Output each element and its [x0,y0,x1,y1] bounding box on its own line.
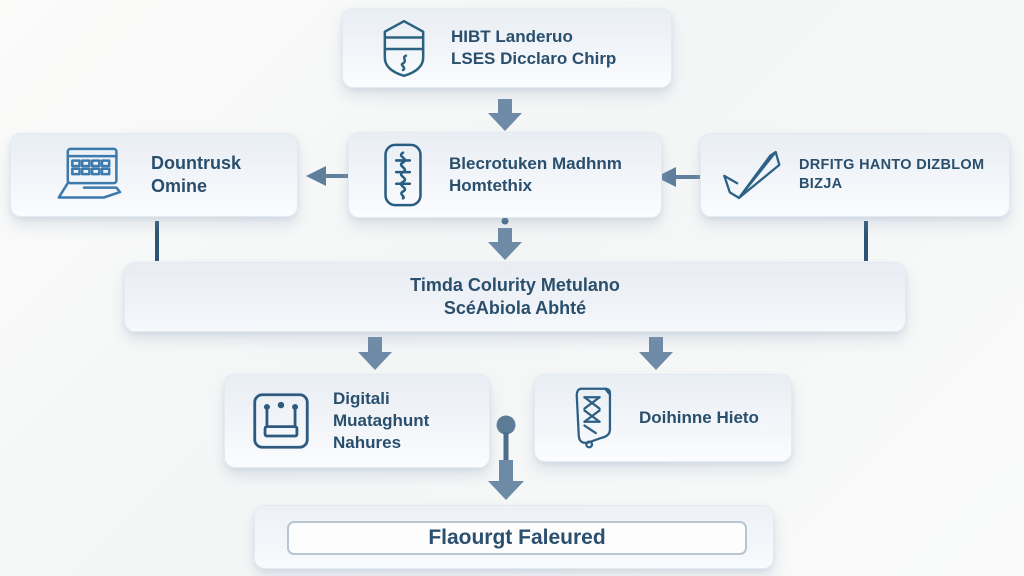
node-right-line1: DRFITG HANTO DIZBLOM [799,157,985,174]
node-center: Blecrotuken Madhnm Homtethix [348,132,662,218]
caduceus-icon [381,142,425,208]
arrow-top-to-center [488,99,522,131]
node-right: DRFITG HANTO DIZBLOM BIZJA [700,133,1010,217]
arrow-wide-to-bottom-left [358,337,392,370]
arrow-center-to-wide [488,228,522,260]
node-top-line1: HIBT Landeruo [451,27,573,47]
node-top-label: HIBT Landeruo LSES Dicclaro Chirp [451,26,616,70]
node-top-line2: LSES Dicclaro Chirp [451,49,617,68]
node-right-line2: BIZJA [799,176,843,192]
node-bottom-right-label: Doihinne Hieto [639,407,759,429]
node-top: HIBT Landeruo LSES Dicclaro Chirp [342,8,672,88]
node-center-line2: Homtethix [449,176,533,195]
node-left-line1: Dountrusk [151,152,241,173]
node-bottom-left: Digitali Muataghunt Nahures [224,374,490,468]
node-bottom-left-line2: Muataghunt [333,411,430,431]
node-final: Flaourgt Faleured [254,505,774,569]
arrow-wide-to-bottom-right [639,337,673,370]
node-center-line1: Blecrotuken Madhnm [449,154,622,174]
node-final-label: Flaourgt Faleured [428,526,606,549]
node-bottom-right-line1: Doihinne Hieto [639,408,759,428]
arrow-center-to-wide-dot [501,217,509,225]
connector-final-dot [496,415,516,435]
node-left-label: Dountrusk Omine [151,152,241,198]
arrow-center-to-left-head [306,166,326,186]
node-left-line2: Omine [151,176,208,196]
shield-icon [381,17,427,79]
node-wide-label: Timda Colurity Metulano ScéAbiola Abhté [410,274,620,320]
node-wide-line2: ScéAbiola Abhté [443,298,587,318]
node-right-label: DRFITG HANTO DIZBLOM BIZJA [799,156,984,193]
node-center-label: Blecrotuken Madhnm Homtethix [449,153,622,197]
node-final-inner: Flaourgt Faleured [287,521,747,555]
node-bottom-left-line3: Nahures [333,432,402,452]
node-bottom-left-line1: Digitali [333,389,390,409]
device-icon [251,391,311,451]
checkmark-icon [717,144,783,206]
node-wide-line1: Timda Colurity Metulano [410,274,620,295]
laptop-icon [57,144,129,206]
node-bottom-left-label: Digitali Muataghunt Nahures [333,388,429,453]
node-left: Dountrusk Omine [10,133,298,217]
scroll-icon [567,384,617,452]
arrow-to-final [488,460,524,500]
node-wide: Timda Colurity Metulano ScéAbiola Abhté [124,262,906,332]
node-bottom-right: Doihinne Hieto [534,374,792,462]
